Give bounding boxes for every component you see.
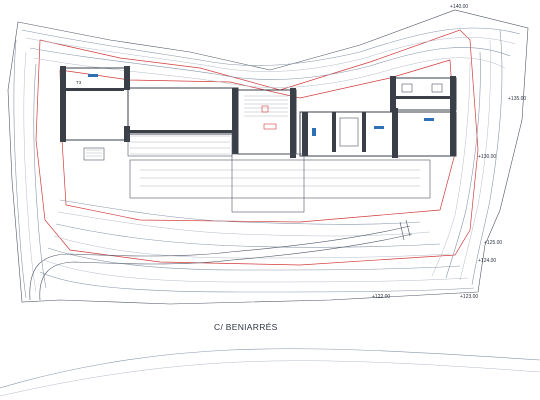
lower-platform	[129, 159, 431, 199]
central-gallery	[127, 87, 239, 135]
house-floor-plan	[60, 66, 457, 213]
elevation-122: +122.00	[372, 294, 390, 300]
elevation-124: +124.00	[478, 258, 496, 264]
elevation-labels: +140.00 +135.00 +130.00 +125.00 +124.00 …	[372, 4, 526, 300]
elevation-130: +130.00	[478, 154, 496, 160]
elevation-135: +135.00	[508, 96, 526, 102]
north-east-module	[391, 77, 457, 111]
elevation-125: +125.00	[484, 240, 502, 246]
stair-core	[237, 89, 297, 155]
terrace-hatch	[127, 133, 233, 157]
room-label-t3: T3	[76, 80, 82, 85]
plot-outline	[7, 9, 529, 305]
elevation-123: +123.00	[460, 294, 478, 300]
street-name-label: C/ BENIARRÉS	[214, 322, 278, 332]
setback-line	[35, 29, 479, 266]
elevation-140: +140.00	[450, 4, 468, 10]
west-wing-outline	[61, 67, 129, 141]
